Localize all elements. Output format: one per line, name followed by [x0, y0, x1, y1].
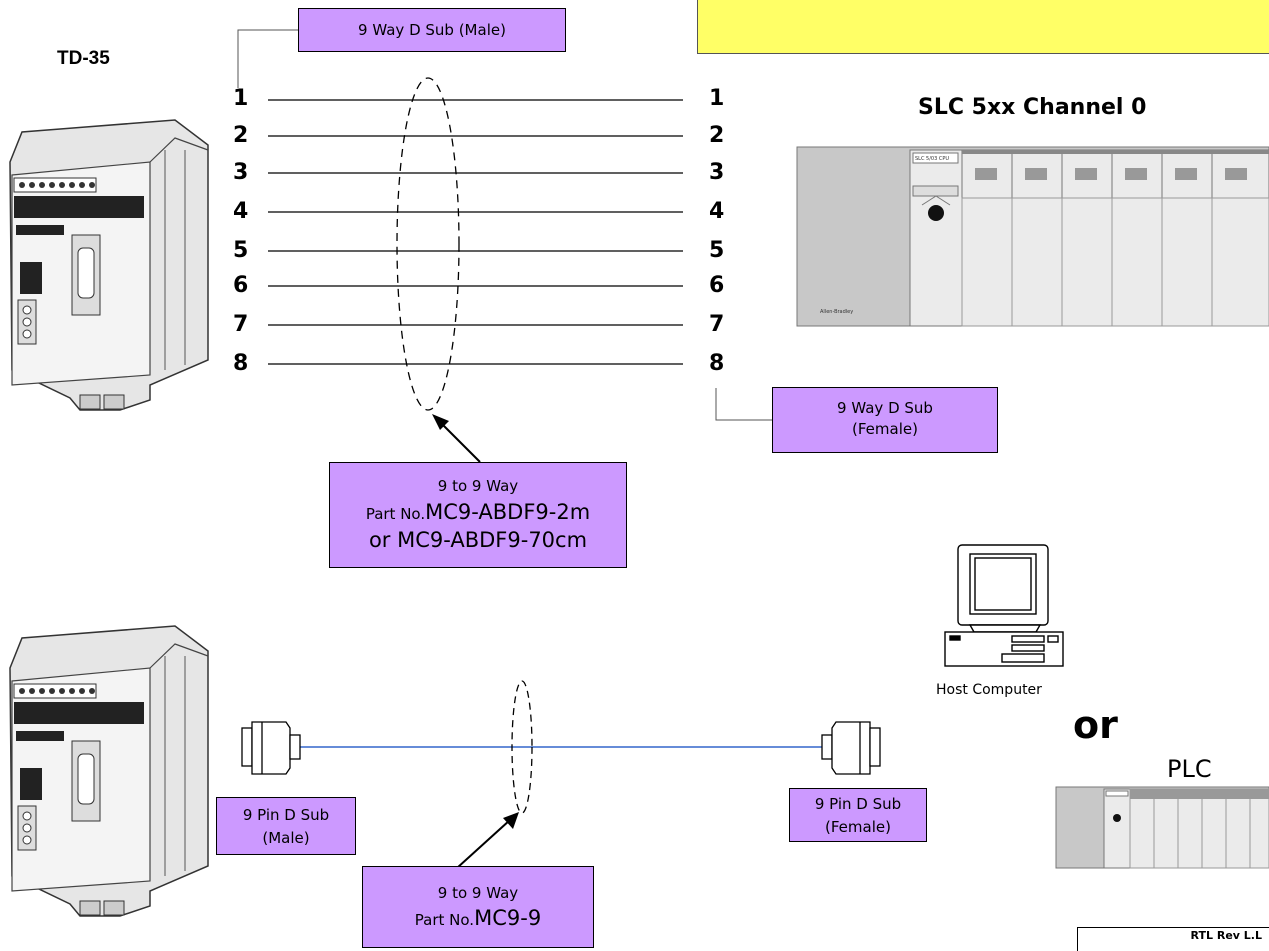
cable1-part-row: Part No.MC9-ABDF9-2m [330, 499, 626, 527]
pin-female-line1: 9 Pin D Sub [814, 795, 902, 813]
plc-label: PLC [1167, 755, 1212, 783]
pin-left-6: 6 [233, 273, 249, 298]
pin-wires [268, 99, 683, 365]
cable1-line1: 9 to 9 Way [437, 477, 519, 495]
td35-device-bottom-icon [9, 625, 209, 917]
slc-chassis-icon [796, 146, 1269, 327]
cable2-prefix: Part No. [414, 911, 475, 929]
top-connector-label: 9 Way D Sub (Male) [298, 8, 566, 52]
cpu-module-label: SLC 5/03 CPU [915, 156, 949, 162]
pin-male-line2: (Male) [262, 829, 310, 847]
cable1-arrow [432, 414, 481, 463]
right-connector-leader [715, 388, 772, 421]
pin-male-line1: 9 Pin D Sub [242, 806, 330, 824]
cable2-bundle-ellipse [511, 680, 533, 814]
pin-left-7: 7 [233, 312, 249, 337]
cable2-part-row: Part No.MC9-9 [363, 906, 593, 933]
cable2-part: MC9-9 [474, 906, 542, 930]
cable1-part: MC9-ABDF9-2m [425, 500, 591, 524]
pin-right-8: 8 [709, 351, 725, 376]
cable2-line1: 9 to 9 Way [437, 884, 519, 902]
pin-left-1: 1 [233, 86, 249, 111]
cable1-alt: or MC9-ABDF9-70cm [368, 528, 588, 552]
pin-right-5: 5 [709, 238, 725, 263]
td35-device-top-icon [9, 119, 209, 411]
pin-left-2: 2 [233, 123, 249, 148]
pin-female-label: 9 Pin D Sub (Female) [789, 788, 927, 842]
or-label: or [1073, 703, 1118, 747]
pin-male-label: 9 Pin D Sub (Male) [216, 797, 356, 855]
pin-left-4: 4 [233, 199, 249, 224]
pin-left-8: 8 [233, 351, 249, 376]
pin-right-6: 6 [709, 273, 725, 298]
male-db9-connector-icon [241, 721, 301, 775]
pin-right-4: 4 [709, 199, 725, 224]
pin-right-2: 2 [709, 123, 725, 148]
pin-female-line2: (Female) [825, 818, 891, 836]
pin-right-7: 7 [709, 312, 725, 337]
right-connector-label: 9 Way D Sub (Female) [772, 387, 998, 453]
plc-chassis-icon [1055, 786, 1269, 869]
revision-box: RTL Rev L.L [1077, 927, 1269, 951]
top-connector-leader [237, 29, 298, 88]
pin-right-3: 3 [709, 160, 725, 185]
pin-right-1: 1 [709, 86, 725, 111]
female-db9-connector-icon [821, 721, 881, 775]
td35-title: TD-35 [57, 48, 110, 69]
slc-title: SLC 5xx Channel 0 [918, 95, 1147, 120]
right-connector-line2: (Female) [852, 420, 918, 438]
note-box [697, 0, 1269, 54]
pin-left-3: 3 [233, 160, 249, 185]
cable1-label: 9 to 9 Way Part No.MC9-ABDF9-2m or MC9-A… [329, 462, 627, 568]
pin-left-5: 5 [233, 238, 249, 263]
host-computer-label: Host Computer [936, 682, 1042, 698]
cable1-prefix: Part No. [365, 505, 426, 523]
right-connector-line1: 9 Way D Sub [837, 399, 933, 417]
cable2-arrow [456, 812, 519, 869]
cable-bundle-ellipse [396, 77, 460, 411]
cable2-label: 9 to 9 Way Part No.MC9-9 [362, 866, 594, 948]
chassis-brand-label: Allen-Bradley [820, 309, 853, 315]
host-computer-icon [944, 544, 1064, 667]
